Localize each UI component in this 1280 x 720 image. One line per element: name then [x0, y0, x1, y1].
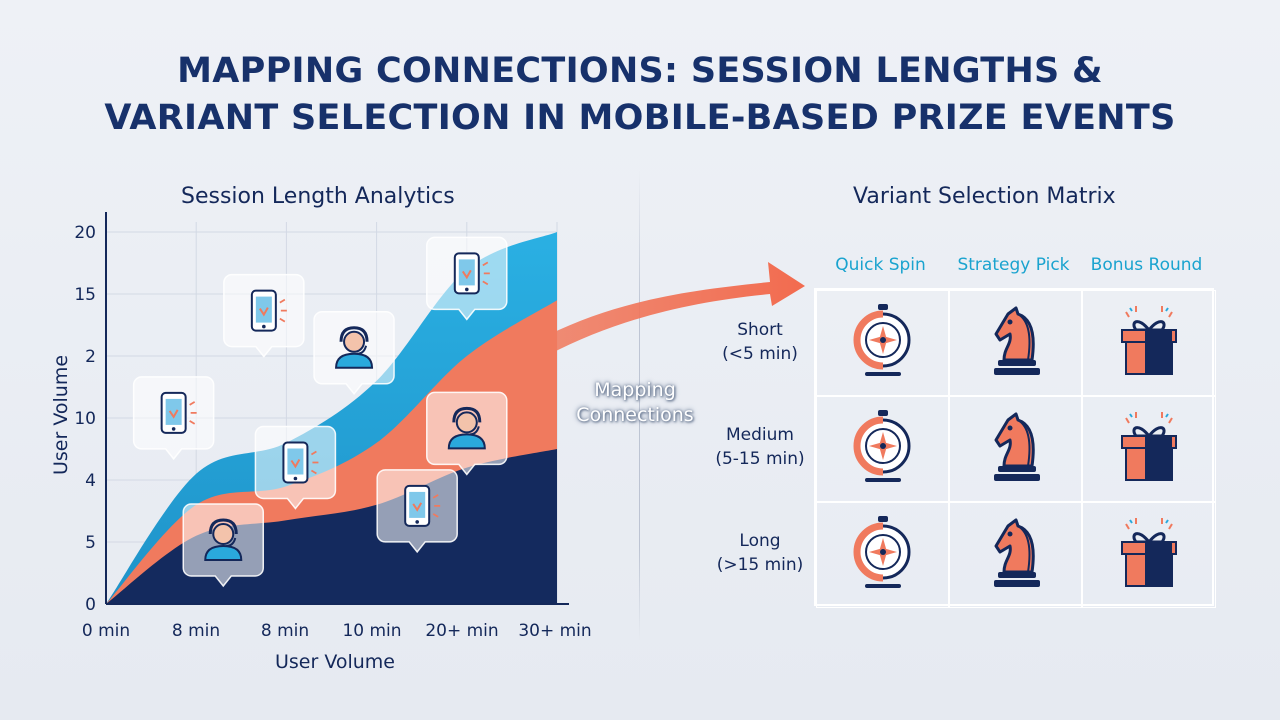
matrix-column-strategy-pick: Strategy Pick — [957, 255, 1070, 275]
mapping-label-line-2: Connections — [576, 404, 694, 426]
agent-body — [447, 433, 486, 450]
y-tick-label: 15 — [74, 285, 96, 305]
agent-mic — [226, 537, 237, 547]
agent-head — [343, 330, 366, 353]
phone-spark — [290, 459, 301, 469]
left-section-title: Session Length Analytics — [181, 184, 455, 209]
phone-spark — [168, 409, 179, 419]
y-axis-title: User Volume — [50, 355, 72, 475]
gift-box-icon — [1116, 516, 1182, 594]
agent-body — [335, 352, 374, 369]
page-title: MAPPING CONNECTIONS: SESSION LENGTHS & V… — [0, 48, 1280, 142]
phone-rays — [482, 261, 490, 286]
mapping-arrow — [548, 262, 805, 355]
agent-headset — [452, 406, 482, 423]
prize-wheel-icon — [851, 408, 915, 490]
phone-icon — [223, 273, 305, 358]
phone-screen — [458, 259, 475, 286]
phone-icon — [254, 425, 337, 510]
agent-headset — [339, 326, 369, 342]
matrix-row-range: (5-15 min) — [715, 449, 805, 469]
phone-rays — [189, 401, 197, 425]
phone-screen — [409, 491, 426, 518]
matrix-column-quick-spin: Quick Spin — [835, 255, 926, 275]
phone-rays — [432, 494, 441, 518]
matrix-row-range: (>15 min) — [716, 555, 804, 575]
gift-box-icon — [1116, 410, 1182, 488]
chart-annotations — [132, 236, 508, 588]
chess-knight-icon — [988, 516, 1044, 594]
matrix-row-label: Long — [739, 531, 781, 551]
gift-box-icon — [1116, 304, 1182, 382]
y-tick-label: 2 — [85, 347, 96, 367]
matrix-row-short: Short (<5 min) — [700, 318, 820, 366]
phone-button — [171, 427, 176, 431]
phone-screen — [255, 296, 272, 323]
agent-head — [455, 411, 478, 434]
support-agent-icon — [426, 391, 508, 476]
section-divider — [639, 170, 640, 640]
support-agent-icon — [313, 311, 395, 396]
matrix-column-bonus-round: Bonus Round — [1090, 255, 1203, 275]
agent-body — [204, 544, 243, 561]
support-agent-icon — [182, 503, 265, 588]
phone-spark — [412, 502, 423, 512]
matrix-row-label: Short — [737, 320, 783, 340]
matrix-cell — [816, 290, 949, 396]
phone-screen — [287, 448, 304, 475]
agent-headset — [208, 518, 238, 535]
y-tick-label: 5 — [85, 533, 96, 553]
x-tick-label: 10 min — [342, 621, 401, 641]
phone-button — [262, 324, 266, 329]
phone-icon — [132, 376, 215, 461]
mapping-connections-label: Mapping Connections — [560, 378, 710, 428]
variant-selection-matrix — [814, 288, 1216, 608]
y-tick-label: 10 — [74, 409, 96, 429]
x-tick-label: 30+ min — [518, 621, 591, 641]
matrix-cell — [816, 396, 949, 502]
page-title-line-2: VARIANT SELECTION IN MOBILE-BASED PRIZE … — [104, 98, 1176, 138]
phone-icon — [376, 469, 458, 554]
phone-spark — [259, 307, 269, 317]
phone-spark — [461, 269, 472, 280]
phone-rays — [310, 450, 319, 475]
matrix-cell — [1082, 396, 1216, 502]
mapping-label-line-1: Mapping — [594, 379, 676, 401]
prize-wheel-icon — [851, 514, 915, 596]
matrix-cell — [1082, 502, 1216, 608]
matrix-row-long: Long (>15 min) — [700, 529, 820, 577]
page-title-line-1: MAPPING CONNECTIONS: SESSION LENGTHS & — [177, 51, 1103, 91]
matrix-cell — [949, 396, 1082, 502]
matrix-row-range: (<5 min) — [722, 344, 798, 364]
phone-rays — [279, 298, 287, 323]
matrix-cell — [949, 502, 1082, 608]
phone-button — [465, 287, 469, 292]
matrix-cell — [816, 502, 949, 608]
agent-head — [212, 523, 235, 545]
right-section-title: Variant Selection Matrix — [853, 184, 1116, 209]
y-tick-label: 0 — [85, 595, 96, 615]
chess-knight-icon — [988, 304, 1044, 382]
matrix-cell — [949, 290, 1082, 396]
y-tick-label: 20 — [74, 223, 96, 243]
phone-icon — [426, 236, 508, 321]
chart-axes: 0 5 4 10 2 15 20 0 min 8 min 8 min 10 min 20+ min 30… — [50, 212, 592, 673]
x-tick-label: 8 min — [261, 621, 309, 641]
agent-mic — [356, 345, 368, 355]
matrix-row-label: Medium — [726, 425, 794, 445]
prize-wheel-icon — [851, 302, 915, 384]
x-tick-label: 0 min — [82, 621, 130, 641]
x-tick-label: 20+ min — [425, 621, 498, 641]
phone-screen — [165, 398, 182, 425]
matrix-cell — [1082, 290, 1216, 396]
phone-button — [415, 520, 419, 524]
x-axis-title: User Volume — [275, 651, 395, 673]
matrix-row-medium: Medium (5-15 min) — [700, 423, 820, 471]
x-tick-label: 8 min — [172, 621, 220, 641]
agent-mic — [469, 426, 480, 436]
phone-button — [293, 476, 298, 481]
chess-knight-icon — [988, 410, 1044, 488]
y-tick-label: 4 — [85, 471, 96, 491]
